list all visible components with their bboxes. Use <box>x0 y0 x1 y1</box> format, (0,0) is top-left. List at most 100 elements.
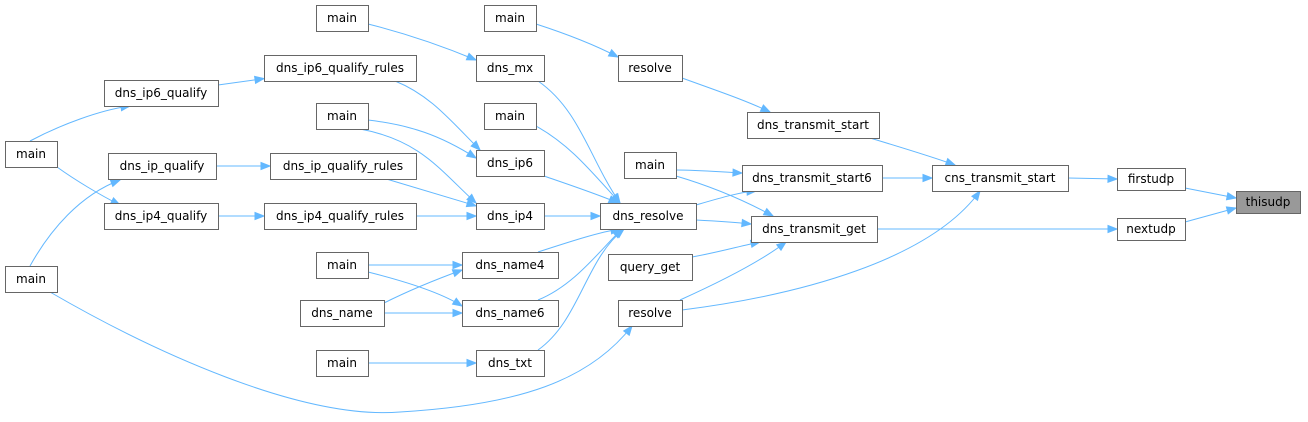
edge-main_left_bottom-to-resolve_bottom <box>49 291 633 414</box>
node-main-mx[interactable]: main <box>316 5 369 32</box>
edge-arrowhead <box>1107 224 1119 234</box>
node-label: dns_ip4_qualify <box>115 209 207 223</box>
edge-arrowhead <box>254 211 266 221</box>
node-box <box>476 203 545 230</box>
node-resolve-bottom[interactable]: resolve <box>618 300 683 327</box>
node-box <box>264 55 417 82</box>
node-dns-ip6-qualify-rules[interactable]: dns_ip6_qualify_rules <box>264 55 417 82</box>
node-box <box>476 150 545 177</box>
edge-line <box>386 178 477 207</box>
node-thisudp[interactable]: thisudp <box>1236 191 1301 214</box>
node-label: main <box>16 147 46 161</box>
node-main-txt[interactable]: main <box>316 350 369 377</box>
node-label: thisudp <box>1246 195 1291 209</box>
node-dns-ip-qualify[interactable]: dns_ip_qualify <box>108 153 217 180</box>
edge-resolve_bottom-to-cns_transmit_start <box>681 189 981 311</box>
edge-main_mid-to-dns_transmit_start6 <box>675 168 744 177</box>
edge-arrowhead <box>465 199 478 208</box>
node-dns-resolve[interactable]: dns_resolve <box>600 203 697 230</box>
edge-arrowhead <box>944 157 957 166</box>
edge-main_txt-to-dns_txt <box>368 358 478 368</box>
edge-arrowhead <box>762 207 775 217</box>
edge-resolve_top-to-dns_transmit_start <box>681 77 772 113</box>
node-nextudp[interactable]: nextudp <box>1117 218 1186 241</box>
node-dns-ip6[interactable]: dns_ip6 <box>476 150 545 177</box>
edge-dns_ip_qualify-to-dns_ip_qualify_rules <box>216 161 272 171</box>
node-dns-transmit-start6[interactable]: dns_transmit_start6 <box>742 165 883 192</box>
edge-line <box>675 175 774 217</box>
edge-arrowhead <box>775 241 788 252</box>
edge-arrowhead <box>922 173 934 183</box>
node-label: dns_transmit_get <box>762 222 866 236</box>
node-dns-name6[interactable]: dns_name6 <box>462 300 559 327</box>
edge-arrowhead <box>1107 174 1119 184</box>
edge-cns_transmit_start-to-firstudp <box>1067 174 1119 184</box>
node-dns-ip4-qualify-rules[interactable]: dns_ip4_qualify_rules <box>264 203 417 230</box>
node-box <box>751 216 878 243</box>
node-dns-name[interactable]: dns_name <box>300 300 385 327</box>
node-dns-name4[interactable]: dns_name4 <box>462 252 559 279</box>
edge-arrowhead <box>759 104 772 113</box>
edge-main_left_bottom-to-dns_ip_qualify <box>29 179 122 267</box>
edge-line <box>537 228 625 351</box>
node-dns-ip6-qualify[interactable]: dns_ip6_qualify <box>104 80 219 107</box>
node-box <box>476 55 545 82</box>
node-box <box>316 5 369 32</box>
node-dns-ip4-qualify[interactable]: dns_ip4_qualify <box>104 203 219 230</box>
node-query-get[interactable]: query_get <box>608 254 693 281</box>
node-main-top-right[interactable]: main <box>484 5 537 32</box>
edge-line <box>535 125 621 204</box>
node-main-left-top[interactable]: main <box>5 141 58 168</box>
node-dns-transmit-get[interactable]: dns_transmit_get <box>751 216 878 243</box>
node-dns-mx[interactable]: dns_mx <box>476 55 545 82</box>
edge-line <box>49 291 633 414</box>
node-box <box>104 80 219 107</box>
node-box <box>316 252 369 279</box>
node-main-r116[interactable]: main <box>484 103 537 130</box>
node-dns-transmit-start[interactable]: dns_transmit_start <box>747 112 880 139</box>
edge-dns_transmit_start6-to-cns_transmit_start <box>882 173 934 183</box>
edge-main_r116b-to-dns_ip6 <box>367 119 478 159</box>
node-label: dns_resolve <box>613 209 684 223</box>
edge-arrowhead <box>590 211 602 221</box>
node-dns-ip-qualify-rules[interactable]: dns_ip_qualify_rules <box>270 153 417 180</box>
edge-arrowhead <box>1225 206 1238 215</box>
node-box <box>484 103 537 130</box>
node-box <box>1117 218 1186 241</box>
node-main-name[interactable]: main <box>316 252 369 279</box>
node-cns-transmit-start[interactable]: cns_transmit_start <box>932 165 1069 192</box>
edge-line <box>29 105 131 142</box>
edge-line <box>869 137 956 166</box>
edge-arrowhead <box>1225 192 1238 201</box>
node-label: main <box>327 109 357 123</box>
edge-line <box>675 169 743 174</box>
edge-line <box>679 241 787 301</box>
edge-line <box>681 77 771 113</box>
node-label: query_get <box>620 260 681 274</box>
node-dns-ip4[interactable]: dns_ip4 <box>476 203 545 230</box>
node-box <box>1236 191 1301 214</box>
edge-dns_ip6_qualify_rules-to-dns_ip6 <box>394 80 481 151</box>
node-label: dns_transmit_start6 <box>752 171 872 185</box>
node-main-r116b[interactable]: main <box>316 103 369 130</box>
node-box <box>5 141 58 168</box>
node-label: dns_ip4 <box>487 209 533 223</box>
node-firstudp[interactable]: firstudp <box>1117 168 1186 191</box>
node-label: nextudp <box>1126 222 1175 236</box>
edge-line <box>383 269 463 304</box>
node-label: dns_name <box>311 306 373 320</box>
node-main-mid[interactable]: main <box>624 152 677 179</box>
node-resolve-top[interactable]: resolve <box>618 55 683 82</box>
edge-dns_ip4_qualify-to-dns_ip4_qualify_rules <box>218 211 266 221</box>
edge-main_r116b-to-dns_ip4 <box>359 128 478 204</box>
edge-dns_ip4_qualify_rules-to-dns_ip4 <box>416 211 478 221</box>
edge-arrowhead <box>732 168 744 177</box>
edge-arrowhead <box>452 260 464 270</box>
node-main-left-bottom[interactable]: main <box>5 266 58 293</box>
node-dns-txt[interactable]: dns_txt <box>476 350 545 377</box>
edge-dns_transmit_get-to-nextudp <box>877 224 1119 234</box>
edge-dns_ip6-to-dns_resolve <box>543 175 620 204</box>
node-label: resolve <box>628 61 671 75</box>
edge-dns_ip_qualify_rules-to-dns_ip4 <box>386 178 478 208</box>
edge-line <box>535 23 619 58</box>
